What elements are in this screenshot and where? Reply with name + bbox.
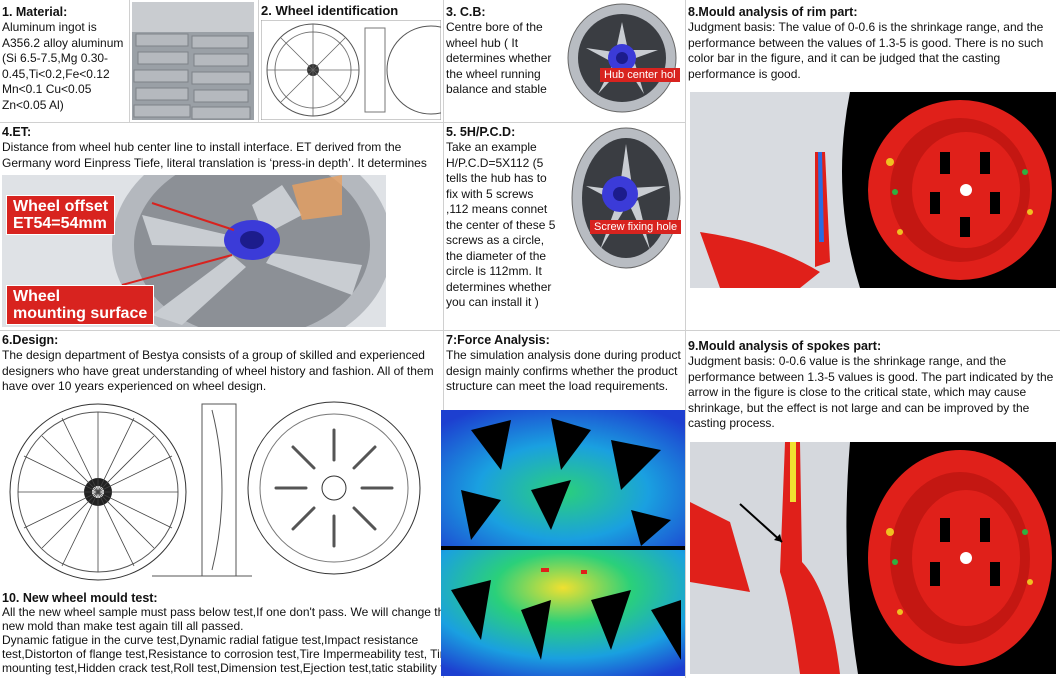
hub-center-photo: Hub center hol <box>566 2 682 118</box>
mounting-surface-callout: Wheel mounting surface <box>6 285 155 325</box>
test-title: 10. New wheel mould test: <box>2 592 158 605</box>
cb-line: determines whether <box>446 51 552 65</box>
spokes-line: Judgment basis: 0-0.6 value is the shrin… <box>688 354 1007 368</box>
divider <box>129 0 130 123</box>
force-title: 7:Force Analysis: <box>446 333 550 347</box>
hub-center-tag: Hub center hol <box>600 68 680 82</box>
wheel-identification-section: 2. Wheel identification <box>261 3 441 121</box>
screw-hole-photo: Screw fixing hole <box>570 126 682 270</box>
force-line: structure can meet the load requirements… <box>446 379 669 393</box>
rim-title: 8.Mould analysis of rim part: <box>688 5 858 19</box>
material-line: (Si 6.5-7.5,Mg 0.30- <box>2 51 109 65</box>
pcd-section: 5. 5H/P.C.D: Take an example H/P.C.D=5X1… <box>446 125 568 325</box>
test-line: test,Distorton of flange test,Resistance… <box>2 647 442 661</box>
design-title: 6.Design: <box>2 333 59 347</box>
rim-simulation-image <box>690 92 1056 288</box>
cb-line: balance and stable <box>446 82 547 96</box>
spokes-simulation-image <box>690 442 1056 674</box>
wheel-identification-title: 2. Wheel identification <box>261 3 399 18</box>
pcd-line: the center of these 5 <box>446 217 556 232</box>
pcd-line: H/P.C.D=5X112 (5 <box>446 155 544 170</box>
et-section: 4.ET: Distance from wheel hub center lin… <box>2 125 442 175</box>
divider <box>685 0 686 678</box>
design-section: 6.Design: The design department of Besty… <box>2 333 442 397</box>
force-line: The simulation analysis done during prod… <box>446 348 681 362</box>
divider <box>0 330 1060 331</box>
design-line: designers who have great understanding o… <box>2 363 434 378</box>
pcd-line: tells the hub has to <box>446 171 547 185</box>
force-analysis-section: 7:Force Analysis: The simulation analysi… <box>446 333 684 403</box>
rim-line: Judgment basis: The value of 0-0.6 is th… <box>688 20 1044 34</box>
material-line: Zn<0.05 Al) <box>2 97 64 112</box>
spokes-line: shrinkage, but the effect is not large a… <box>688 400 1030 415</box>
et-line: Distance from wheel hub center line to i… <box>2 140 402 154</box>
et-title: 4.ET: <box>2 125 32 139</box>
pcd-line: circle is 112mm. It <box>446 264 542 278</box>
wheel-offset-callout: Wheel offset ET54=54mm <box>6 195 116 235</box>
pcd-line: screws as a circle, <box>446 233 545 247</box>
design-line: The design department of Bestya consists… <box>2 348 425 362</box>
material-title: 1. Material: <box>2 5 68 19</box>
pcd-line: you can install it ) <box>446 295 539 309</box>
force-line: design mainly confirms whether the produ… <box>446 363 678 378</box>
spokes-line: casting process. <box>688 416 775 430</box>
pcd-line: ,112 means connet <box>446 202 548 216</box>
pcd-line: fix with 5 screws <box>446 186 534 201</box>
spokes-title: 9.Mould analysis of spokes part: <box>688 339 882 353</box>
rim-line: performance between the values of 1.3-5 … <box>688 35 1044 50</box>
divider <box>0 122 685 123</box>
material-section: 1. Material: Aluminum ingot is A356.2 al… <box>2 5 129 122</box>
cb-line: Centre bore of the <box>446 20 543 34</box>
cb-title: 3. C.B: <box>446 5 486 19</box>
rim-line: performance is good. <box>688 66 801 81</box>
et-line: Germany word Einpress Tiefe, literal tra… <box>2 155 427 170</box>
wheel-drawing <box>261 20 441 120</box>
rim-line: color bar in the figure, and it can be j… <box>688 51 1001 65</box>
pcd-line: the diameter of the <box>446 248 547 263</box>
cb-section: 3. C.B: Centre bore of the wheel hub ( I… <box>446 5 566 122</box>
mount-label: Wheel <box>13 288 61 305</box>
material-line: Mn<0.1 Cu<0.05 <box>2 82 92 96</box>
offset-label: Wheel offset <box>13 198 109 215</box>
cb-line: the wheel running <box>446 66 541 81</box>
test-line: new mold than make test again till all p… <box>2 619 244 633</box>
test-line: All the new wheel sample must pass below… <box>2 605 442 619</box>
test-line: mounting test,Hidden crack test,Roll tes… <box>2 661 442 675</box>
spokes-line: arrow in the figure is close to the crit… <box>688 385 1027 399</box>
material-line: 0.45,Ti<0.2,Fe<0.12 <box>2 66 110 81</box>
spokes-analysis-section: 9.Mould analysis of spokes part: Judgmen… <box>688 339 1058 439</box>
pcd-line: determines whether <box>446 279 552 294</box>
aluminum-ingot-photo <box>132 2 254 120</box>
divider <box>258 0 259 123</box>
divider <box>443 0 444 678</box>
material-line: A356.2 alloy aluminum <box>2 35 124 50</box>
material-line: Aluminum ingot is <box>2 20 97 34</box>
mount-label: mounting surface <box>13 305 148 322</box>
wheel-offset-photo: Wheel offset ET54=54mm Wheel mounting su… <box>2 175 386 327</box>
offset-value: ET54=54mm <box>13 215 107 232</box>
design-drawing <box>2 400 440 590</box>
design-line: have over 10 years experienced on wheel … <box>2 379 267 393</box>
cb-line: wheel hub ( It <box>446 35 519 50</box>
force-simulation-image <box>441 410 685 676</box>
screw-fixing-tag: Screw fixing hole <box>590 220 682 234</box>
pcd-title: 5. 5H/P.C.D: <box>446 125 516 139</box>
pcd-line: Take an example <box>446 140 537 154</box>
spokes-line: performance between 1.3-5 values is good… <box>688 369 1054 384</box>
rim-analysis-section: 8.Mould analysis of rim part: Judgment b… <box>688 5 1058 90</box>
mould-test-section: 10. New wheel mould test: All the new wh… <box>2 592 442 678</box>
test-line: Dynamic fatigue in the curve test,Dynami… <box>2 633 419 647</box>
